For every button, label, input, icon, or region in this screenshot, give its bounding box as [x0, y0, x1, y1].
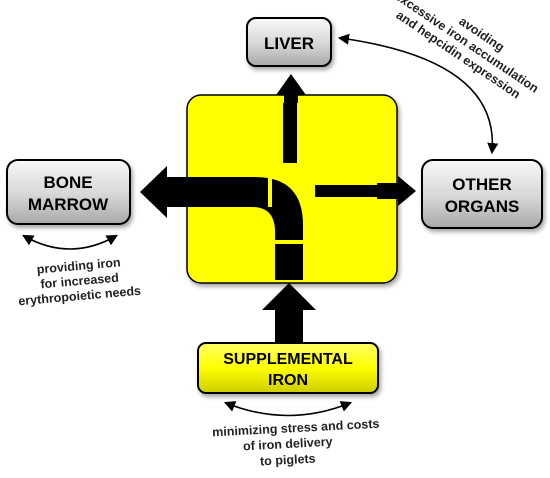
bone-marrow-note: providing iron for increased erythropoie… [18, 255, 142, 308]
supplemental-note-line2: of iron delivery [243, 435, 333, 454]
hub-pathways [200, 103, 377, 280]
liver-box: LIVER [246, 17, 332, 67]
supplemental-note: minimizing stress and costs of iron deli… [212, 417, 380, 469]
flow-arrows [140, 74, 416, 343]
curved-arrows [22, 33, 499, 417]
bone-marrow-label-line2: MARROW [28, 195, 109, 214]
liver-label: LIVER [264, 34, 314, 53]
arrow-to-bone-marrow [140, 166, 200, 218]
supplemental-label-line1: SUPPLEMENTAL [223, 351, 353, 368]
bone-marrow-note-line2: for increased [40, 271, 119, 292]
arrow-to-other-organs [377, 176, 416, 206]
curved-arrow-bone-marrow [22, 234, 118, 250]
other-organs-box: OTHER ORGANS [421, 159, 543, 229]
bone-marrow-box: BONE MARROW [6, 159, 131, 225]
other-organs-label-line2: ORGANS [445, 197, 520, 216]
liver-organs-note-line2: excessive iron accumulation [392, 0, 541, 96]
supplemental-label-line2: IRON [268, 372, 308, 389]
supplemental-iron-box: SUPPLEMENTAL IRON [197, 342, 379, 394]
liver-organs-note: avoiding excessive iron accumulation and… [392, 0, 541, 101]
other-organs-label-line1: OTHER [452, 175, 512, 194]
supplemental-note-line3: to piglets [260, 452, 316, 469]
arrow-to-liver [276, 74, 306, 103]
curved-arrow-liver-organs [337, 33, 499, 155]
arrow-from-supplemental [262, 283, 316, 343]
bone-marrow-label-line1: BONE [43, 173, 92, 192]
curved-arrow-supplemental [223, 401, 353, 417]
